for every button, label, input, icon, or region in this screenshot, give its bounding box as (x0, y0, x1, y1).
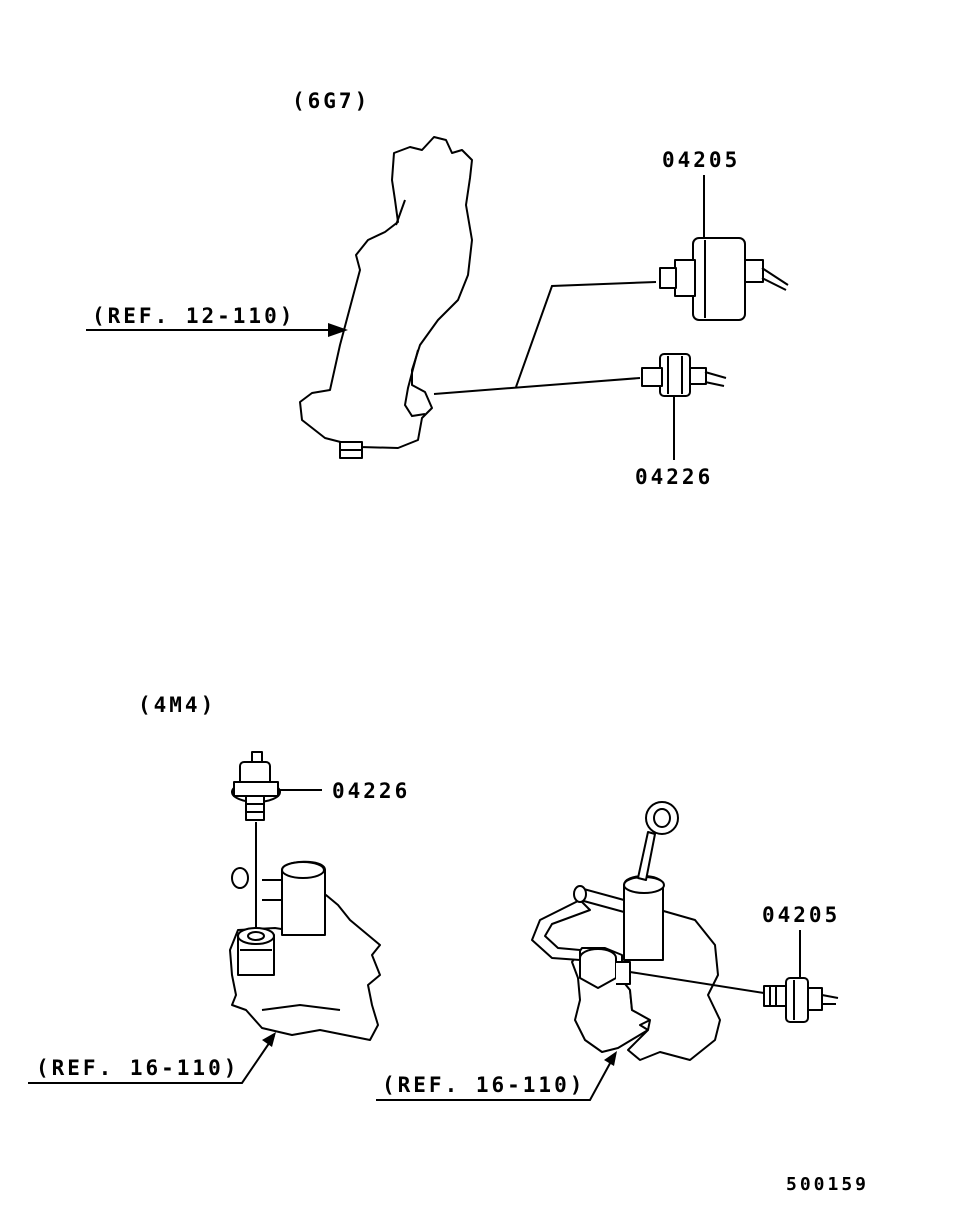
reference-arrow-bottom-left (28, 1032, 276, 1084)
part-number-04205-top: 04205 (662, 148, 740, 172)
oil-pressure-switch-04226-top (641, 353, 727, 397)
oil-filter-bracket-housing (299, 136, 473, 459)
oil-filter-bracket-right (531, 801, 721, 1061)
part-number-04226-top: 04226 (635, 465, 713, 489)
engine-label-4m4: (4M4) (138, 693, 216, 717)
part-number-04226-bottom: 04226 (332, 779, 410, 803)
reference-label-16-110-right: (REF. 16-110) (382, 1073, 585, 1097)
figure-number: 500159 (786, 1174, 869, 1195)
install-line-right (629, 971, 765, 994)
oil-pressure-switch-04205-bottom (763, 977, 839, 1023)
oil-filter-bracket-left (229, 860, 381, 1041)
part-number-04205-bottom: 04205 (762, 903, 840, 927)
engine-label-6g7: (6G7) (292, 89, 370, 113)
reference-label-12-110: (REF. 12-110) (92, 304, 295, 328)
oil-pressure-switch-04226-bottom (231, 751, 281, 821)
mount-lines-top (433, 281, 657, 395)
reference-arrow-top (86, 323, 348, 337)
oil-pressure-switch-04205-top (659, 237, 789, 321)
reference-label-16-110-left: (REF. 16-110) (36, 1056, 239, 1080)
reference-arrow-bottom-right (376, 1051, 617, 1101)
